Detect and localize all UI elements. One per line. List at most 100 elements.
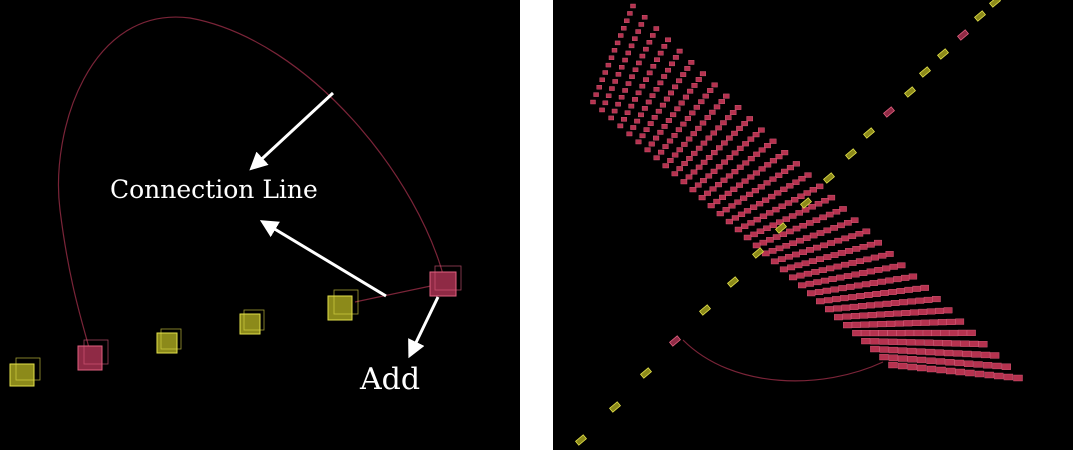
red-cube-icon[interactable] <box>698 100 704 104</box>
red-cube-icon[interactable] <box>882 266 890 271</box>
red-cube-icon[interactable] <box>883 301 891 307</box>
red-cube-icon[interactable] <box>851 313 859 319</box>
red-cube-icon[interactable] <box>762 198 769 203</box>
red-cube-icon[interactable] <box>639 22 644 26</box>
red-cube-icon[interactable] <box>742 121 748 126</box>
red-cube-icon[interactable] <box>710 187 717 192</box>
red-cube-icon[interactable] <box>696 146 702 151</box>
red-cube-icon[interactable] <box>816 184 823 189</box>
red-cube-icon[interactable] <box>670 336 681 346</box>
red-cube-icon[interactable] <box>632 37 637 41</box>
red-cube-icon[interactable] <box>645 148 651 152</box>
red-cube-icon[interactable] <box>680 72 686 76</box>
red-cube-icon[interactable] <box>792 252 799 257</box>
red-cube-icon[interactable] <box>944 350 953 356</box>
red-cube-icon[interactable] <box>816 257 824 262</box>
red-cube-icon[interactable] <box>861 330 870 336</box>
red-cube-icon[interactable] <box>633 68 638 72</box>
red-cube-icon[interactable] <box>983 362 992 368</box>
red-cube-icon[interactable] <box>753 243 760 248</box>
red-cube-icon[interactable] <box>796 210 803 215</box>
red-cube-icon[interactable] <box>842 305 850 311</box>
red-cube-icon[interactable] <box>721 178 728 183</box>
red-cube-icon[interactable] <box>905 287 913 293</box>
red-cube-icon[interactable] <box>897 330 906 336</box>
red-cube-icon[interactable] <box>836 275 844 280</box>
red-cube-icon[interactable] <box>686 175 692 180</box>
red-cube-icon[interactable] <box>852 322 860 328</box>
red-cube-icon[interactable] <box>673 55 679 59</box>
red-cube-icon[interactable] <box>773 235 780 240</box>
red-cube-icon[interactable] <box>810 233 817 238</box>
red-cube-icon[interactable] <box>685 66 691 70</box>
red-cube-icon[interactable] <box>627 11 632 15</box>
red-cube-icon[interactable] <box>938 319 946 325</box>
red-cube-icon[interactable] <box>856 259 864 264</box>
red-cube-icon[interactable] <box>603 71 608 75</box>
red-cube-icon[interactable] <box>711 169 717 174</box>
red-cube-icon[interactable] <box>694 105 700 109</box>
red-cube-icon[interactable] <box>945 359 954 365</box>
red-cube-icon[interactable] <box>889 289 897 295</box>
red-cube-icon[interactable] <box>860 244 868 249</box>
red-cube-icon[interactable] <box>603 101 608 105</box>
yellow-cube-icon[interactable] <box>700 305 711 315</box>
red-cube-icon[interactable] <box>912 320 920 326</box>
red-cube-icon[interactable] <box>917 349 926 355</box>
red-cube-icon[interactable] <box>862 282 870 288</box>
red-cube-icon[interactable] <box>902 310 910 316</box>
red-cube-icon[interactable] <box>706 136 712 141</box>
red-cube-icon[interactable] <box>636 91 641 95</box>
red-cube-icon[interactable] <box>802 207 809 212</box>
red-cube-icon[interactable] <box>690 187 696 192</box>
red-cube-icon[interactable] <box>689 111 695 115</box>
yellow-cube-icon[interactable] <box>864 128 875 138</box>
red-cube-icon[interactable] <box>924 297 932 303</box>
red-cube-icon[interactable] <box>923 330 932 336</box>
red-cube-icon[interactable] <box>946 368 955 374</box>
red-cube-icon[interactable] <box>737 146 743 151</box>
red-cube-icon[interactable] <box>958 30 969 40</box>
yellow-cube-icon[interactable] <box>938 49 949 59</box>
red-cube-icon[interactable] <box>824 254 832 259</box>
red-cube-icon[interactable] <box>773 207 780 212</box>
red-cube-icon[interactable] <box>656 109 662 113</box>
red-cube-icon[interactable] <box>805 173 812 178</box>
red-cube-icon[interactable] <box>916 340 925 346</box>
red-cube-icon[interactable] <box>609 116 614 120</box>
red-cube-icon[interactable] <box>899 299 907 305</box>
red-cube-icon[interactable] <box>629 104 634 108</box>
red-cube-icon[interactable] <box>716 164 722 169</box>
red-cube-icon[interactable] <box>779 204 786 209</box>
red-cube-icon[interactable] <box>741 224 748 229</box>
red-cube-icon[interactable] <box>864 292 872 298</box>
red-cube-icon[interactable] <box>898 356 907 362</box>
red-cube-icon[interactable] <box>668 91 674 95</box>
red-cube-icon[interactable] <box>869 322 877 328</box>
red-cube-icon[interactable] <box>936 359 945 365</box>
red-cube-icon[interactable] <box>672 172 678 177</box>
red-cube-icon[interactable] <box>708 203 715 208</box>
red-cube-icon[interactable] <box>746 192 753 197</box>
red-cube-icon[interactable] <box>828 195 835 200</box>
red-cube-icon[interactable] <box>793 161 800 166</box>
red-cube-icon[interactable] <box>658 51 663 55</box>
red-cube-icon[interactable] <box>833 209 840 214</box>
red-cube-icon[interactable] <box>908 364 917 370</box>
red-cube-icon[interactable] <box>634 119 640 123</box>
red-cube-icon[interactable] <box>904 320 912 326</box>
red-cube-icon[interactable] <box>644 128 650 132</box>
red-cube-icon[interactable] <box>640 54 645 58</box>
red-cube-icon[interactable] <box>887 321 895 327</box>
red-cube-icon[interactable] <box>846 284 854 290</box>
red-cube-icon[interactable] <box>837 223 844 228</box>
red-cube-icon[interactable] <box>963 351 972 357</box>
red-cube-icon[interactable] <box>780 267 788 272</box>
red-cube-icon[interactable] <box>789 214 796 219</box>
red-cube-icon[interactable] <box>731 131 737 136</box>
red-cube-icon[interactable] <box>981 352 990 358</box>
red-cube-icon[interactable] <box>975 371 984 377</box>
red-cube-icon[interactable] <box>935 350 944 356</box>
red-cube-icon[interactable] <box>704 191 711 196</box>
red-cube-icon[interactable] <box>743 161 750 166</box>
